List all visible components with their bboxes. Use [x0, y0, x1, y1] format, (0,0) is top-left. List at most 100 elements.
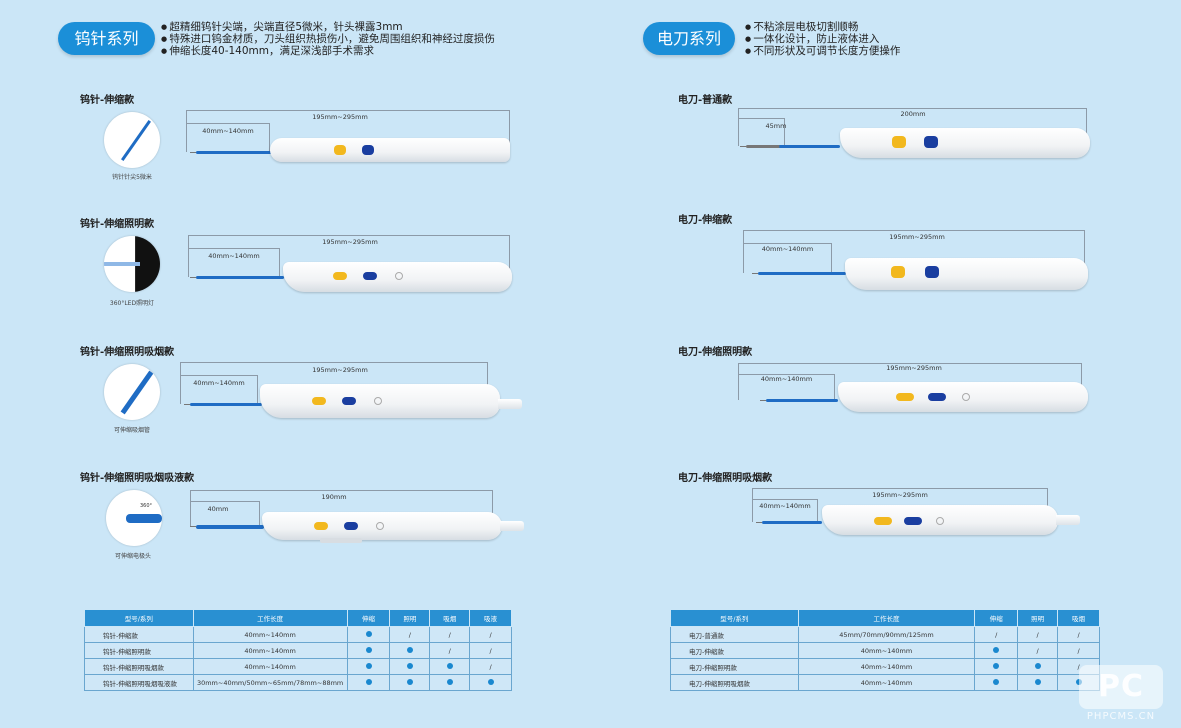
dimension-line	[188, 235, 510, 277]
product-title: 钨针-伸缩照明吸烟款	[80, 347, 175, 358]
watermark-text: PHPCMS.CN	[1086, 711, 1156, 722]
cell-feature	[389, 642, 431, 659]
cell-feature: /	[1017, 642, 1059, 659]
cell-feature	[429, 674, 471, 691]
table-header-row: 型号/系列工作长度伸缩照明吸烟	[670, 609, 1100, 627]
feature-dot	[446, 678, 453, 685]
suction-tube-connector	[500, 521, 524, 531]
total-length-label: 195mm~295mm	[889, 233, 945, 241]
needle-tip-detail-image	[104, 112, 160, 168]
total-length-label: 195mm~295mm	[322, 238, 378, 246]
cell-feature	[346, 626, 391, 643]
cell-model: 电刀-伸缩照明吸烟款	[670, 674, 799, 691]
tip-length-label: 40mm~140mm	[759, 502, 811, 510]
cell-feature	[429, 658, 471, 675]
dimension-line	[738, 374, 835, 400]
feature-dot	[365, 646, 372, 653]
feature-dot	[1034, 662, 1041, 669]
image-caption: 钨针针尖5微米	[112, 174, 152, 181]
dimension-line	[180, 375, 258, 404]
cell-feature	[974, 658, 1019, 675]
cell-feature	[974, 642, 1019, 659]
cell-length: 40mm~140mm	[192, 626, 348, 643]
dimension-line	[743, 230, 1085, 273]
series-badge-tungsten: 钨针系列	[58, 22, 155, 55]
dimension-line	[190, 501, 260, 527]
total-length-label: 195mm~295mm	[886, 364, 942, 372]
cell-feature: /	[389, 626, 431, 643]
column-header: 型号/系列	[670, 609, 799, 627]
cell-model: 钨针-伸缩款	[84, 626, 194, 643]
image-caption: 可伸缩吸烟管	[113, 427, 150, 434]
dimension-line	[738, 108, 1087, 146]
smoke-tube-detail-image	[104, 364, 160, 420]
product-title: 电刀-伸缩照明吸烟款	[678, 473, 773, 484]
cell-feature: /	[469, 626, 512, 643]
product-title: 电刀-伸缩照明款	[678, 347, 753, 358]
electrode-blade	[752, 272, 846, 275]
dimension-line	[738, 118, 785, 146]
pencil-body	[283, 262, 512, 292]
image-caption: 360°LED照明灯	[109, 300, 155, 307]
electrode-blade	[760, 399, 838, 402]
cell-length: 45mm/70mm/90mm/125mm	[797, 626, 976, 643]
table-header-row: 型号/系列工作长度伸缩照明吸烟吸液	[84, 609, 512, 627]
feature-dot	[1034, 678, 1041, 685]
cell-feature	[389, 674, 431, 691]
cell-feature	[346, 674, 391, 691]
rotation-angle-label: 360°	[140, 503, 153, 509]
cell-feature	[1017, 674, 1059, 691]
cell-feature	[346, 658, 391, 675]
dimension-line	[190, 490, 493, 527]
feature-list-tungsten: 超精细钨针尖端，尖端直径5微米，针头裸露3mm 特殊进口钨金材质，刀头组织热损伤…	[161, 21, 495, 57]
feature-dot	[993, 678, 1000, 685]
cell-model: 钨针-伸缩照明吸烟款	[84, 658, 194, 675]
column-header: 吸烟	[1057, 609, 1100, 627]
dimension-line	[188, 248, 280, 277]
product-title: 钨针-伸缩照明款	[80, 219, 155, 230]
series-badge-electrode: 电刀系列	[643, 22, 735, 55]
feature-dot	[406, 662, 413, 669]
feature-dot	[365, 630, 372, 637]
feature-dot	[487, 678, 494, 685]
pencil-body	[262, 512, 502, 540]
pencil-body	[838, 382, 1088, 412]
column-header: 伸缩	[974, 609, 1019, 627]
dimension-line	[743, 243, 832, 273]
feature-dot	[406, 678, 413, 685]
feature-dot	[993, 646, 1000, 653]
pencil-body	[845, 258, 1088, 290]
cell-feature: /	[1057, 642, 1100, 659]
led-light-detail-image	[104, 236, 160, 292]
cell-feature	[346, 642, 391, 659]
cell-length: 40mm~140mm	[797, 642, 976, 659]
feature-dot	[1075, 678, 1082, 685]
electrode-needle	[190, 151, 272, 154]
column-header: 吸烟	[429, 609, 471, 627]
cell-model: 电刀-普通款	[670, 626, 799, 643]
dimension-line	[180, 362, 488, 404]
feature-dot	[993, 662, 1000, 669]
feature-dot	[365, 678, 372, 685]
electrode-blade	[756, 521, 822, 524]
feature-list-electrode: 不粘涂层电极切割顺畅 一体化设计，防止液体进入 不同形状及可调节长度方便操作	[745, 21, 900, 57]
dimension-line	[186, 123, 270, 152]
watermark: PC PHPCMS.CN	[1079, 665, 1163, 722]
column-header: 照明	[389, 609, 431, 627]
feature-item: 超精细钨针尖端，尖端直径5微米，针头裸露3mm	[161, 21, 495, 33]
cell-feature: /	[429, 626, 471, 643]
feature-dot	[365, 662, 372, 669]
cell-feature	[469, 674, 512, 691]
watermark-logo: PC	[1079, 665, 1163, 709]
dimension-line	[186, 110, 510, 152]
feature-item: 不同形状及可调节长度方便操作	[745, 45, 900, 57]
total-length-label: 200mm	[900, 110, 926, 118]
feature-item: 不粘涂层电极切割顺畅	[745, 21, 900, 33]
